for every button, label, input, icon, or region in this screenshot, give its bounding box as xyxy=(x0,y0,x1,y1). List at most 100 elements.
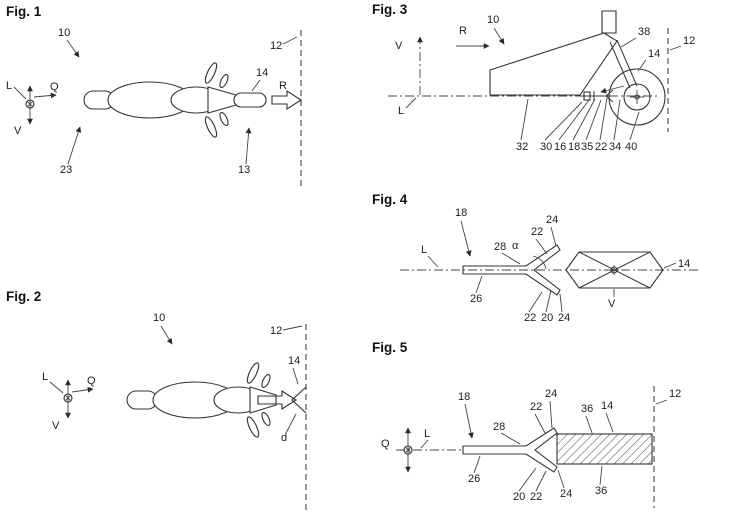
fig3-ref-30: 30 xyxy=(540,141,552,153)
fig1-leader-12 xyxy=(282,36,298,45)
angle-arc xyxy=(532,255,547,270)
front-fairing xyxy=(249,386,277,414)
fig1-ref-R: R xyxy=(279,80,287,92)
fig1-ref-Q: Q xyxy=(50,81,59,93)
wheel-to-sensor-arrow xyxy=(600,85,625,94)
fig3-leader-12 xyxy=(669,45,682,51)
fig5-leader-14 xyxy=(605,412,614,433)
fig5-ref-18: 18 xyxy=(458,391,470,403)
front-wheel xyxy=(233,92,267,108)
fig1-leader-10 xyxy=(66,39,80,58)
fig5-ref-12: 12 xyxy=(669,388,681,400)
fig1-leader-13 xyxy=(245,127,252,165)
fig3-leader-18 xyxy=(572,98,596,141)
figure-1: Fig. 1 10 12 14 R L V xyxy=(6,4,303,186)
fig2-title: Fig. 2 xyxy=(6,289,41,304)
fig1-ref-10: 10 xyxy=(58,27,70,39)
fig5-ref-22b: 22 xyxy=(530,491,542,503)
fig4-ref-L: L xyxy=(421,244,427,256)
origin-x2 xyxy=(26,100,34,108)
fig3-leader-16 xyxy=(558,99,590,141)
fig3-ref-40: 40 xyxy=(625,141,637,153)
fig3-bottom-labels: 32 30 16 18 35 22 34 40 xyxy=(516,97,640,153)
fork-sensor-arm xyxy=(462,427,558,473)
fig2-leader-10 xyxy=(160,325,173,345)
fig1-origin-symbol xyxy=(25,99,35,109)
sensor-prong-up xyxy=(605,89,614,97)
handlebar-right xyxy=(204,116,218,138)
fig5-ref-36a: 36 xyxy=(581,403,593,415)
figure-5: Fig. 5 18 12 24 22 28 36 14 Q L 26 20 xyxy=(372,340,681,508)
fig5-coordinate-system: Q L xyxy=(381,427,462,473)
fig2-ref-14: 14 xyxy=(288,355,300,367)
fig4-ref-26: 26 xyxy=(470,293,482,305)
fig5-leader-24a xyxy=(549,400,553,429)
fig1-ref-13: 13 xyxy=(238,164,250,176)
fig4-ref-14: 14 xyxy=(678,258,690,270)
fig2-leader-12 xyxy=(282,325,303,331)
fig2-origin-symbol xyxy=(63,393,73,403)
fig2-ref-10: 10 xyxy=(153,312,165,324)
front-wheel-outer xyxy=(608,68,666,126)
fig4-leader-14 xyxy=(663,262,677,269)
fig1-ref-V: V xyxy=(14,125,22,137)
fig4-leader-L xyxy=(427,255,439,268)
fig5-ref-36b: 36 xyxy=(595,485,607,497)
fig5-ref-24b: 24 xyxy=(560,488,572,500)
fig4-ref-24a: 24 xyxy=(546,214,558,226)
fig3-title: Fig. 3 xyxy=(372,2,408,17)
fork-sensor-arm xyxy=(462,244,561,296)
radar-beam xyxy=(556,433,653,465)
fig2-leader-14 xyxy=(292,367,299,385)
fig5-title: Fig. 5 xyxy=(372,340,408,355)
fig5-ref-26: 26 xyxy=(468,473,480,485)
sensor-prong-down xyxy=(605,95,614,103)
fig2-ref-Q: Q xyxy=(87,375,96,387)
mirror-left xyxy=(261,373,271,389)
fork-line-2 xyxy=(616,39,638,87)
fork-line-1 xyxy=(609,41,631,89)
fig5-leader-18 xyxy=(464,403,474,439)
fig3-leader-38 xyxy=(620,37,637,48)
figure-4: Fig. 4 18 L α 24 22 28 14 V 26 22 2 xyxy=(372,192,700,324)
fig3-ref-10: 10 xyxy=(487,14,499,26)
fig3-leader-34 xyxy=(613,99,621,141)
fig5-leader-20 xyxy=(518,467,537,492)
fig1-ref-L: L xyxy=(6,80,12,92)
fig1-axis-Q-arrow xyxy=(33,92,57,99)
fig3-leader-32 xyxy=(520,98,529,141)
fig4-ref-28: 28 xyxy=(494,241,506,253)
fig1-motorcycle-top-view xyxy=(83,62,267,138)
fig2-leader-L xyxy=(49,381,64,394)
fig1-title: Fig. 1 xyxy=(6,4,42,19)
handlebar-right xyxy=(246,416,260,438)
fig3-ref-L: L xyxy=(398,105,404,117)
fig5-ref-20: 20 xyxy=(513,491,525,503)
fig3-leader-L xyxy=(405,97,417,109)
fig1-coordinate-system: L V Q xyxy=(6,80,59,137)
fig5-leader-24b xyxy=(557,469,565,489)
fig3-ref-38: 38 xyxy=(638,26,650,38)
fig4-title: Fig. 4 xyxy=(372,192,408,207)
fig3-ref-22: 22 xyxy=(595,141,607,153)
fig3-ref-32: 32 xyxy=(516,141,528,153)
direction-arrow-R xyxy=(271,89,303,111)
sensor-probe-arrow xyxy=(257,389,298,411)
fig2-axis-Q-arrow xyxy=(71,386,94,393)
sensor-assembly xyxy=(580,89,614,103)
steering-head xyxy=(601,10,617,34)
fig3-leader-40 xyxy=(629,111,640,141)
fig4-leader-26 xyxy=(475,275,483,294)
fig2-ref-V: V xyxy=(52,420,60,432)
handlebar-left xyxy=(204,62,218,84)
handlebar-left xyxy=(246,362,260,384)
fig3-ref-12: 12 xyxy=(683,35,695,47)
fig5-leader-26 xyxy=(473,455,481,474)
fig4-leader-24b xyxy=(559,293,563,313)
fig4-wheel-section xyxy=(565,251,664,297)
mirror-left xyxy=(219,73,229,89)
fig1-leader-14 xyxy=(251,79,261,92)
front-fairing xyxy=(207,86,237,114)
fig5-leader-L xyxy=(420,439,429,449)
